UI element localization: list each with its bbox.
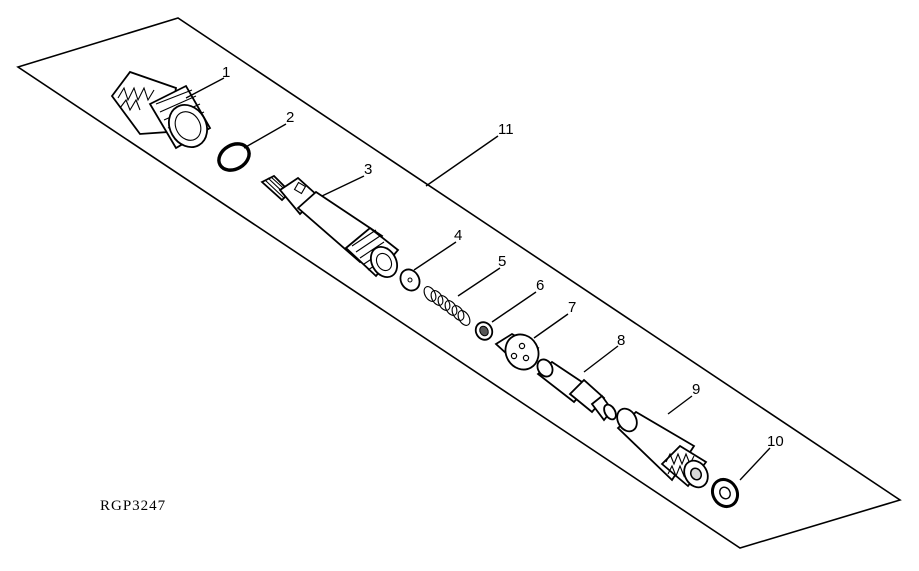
callout-3: 3	[364, 161, 372, 178]
leader-7	[533, 313, 569, 339]
leader-2	[243, 123, 287, 149]
leader-1	[185, 77, 225, 99]
part-3-injector-body	[260, 174, 400, 278]
leader-9	[667, 395, 693, 415]
callout-1: 1	[222, 64, 230, 81]
part-2-o-ring	[217, 142, 251, 172]
leader-3	[321, 175, 365, 197]
leader-6	[491, 291, 537, 323]
callout-5: 5	[498, 253, 506, 270]
callout-11: 11	[498, 121, 514, 138]
callout-6: 6	[536, 277, 544, 294]
leader-8	[583, 345, 619, 373]
callout-9: 9	[692, 381, 700, 398]
reference-code: RGP3247	[100, 498, 166, 514]
part-1-nut	[110, 70, 212, 150]
leader-4	[413, 241, 457, 271]
leader-5	[457, 267, 501, 297]
callout-2: 2	[286, 109, 294, 126]
leader-10	[739, 447, 771, 481]
part-4-washer	[399, 268, 421, 292]
callout-7: 7	[568, 299, 576, 316]
callout-8: 8	[617, 332, 625, 349]
part-10-seal-washer	[710, 477, 740, 509]
callout-10: 10	[767, 433, 784, 450]
part-6-spring-seat	[474, 321, 494, 341]
leader-11	[425, 135, 499, 187]
part-9-nozzle-body	[616, 407, 709, 489]
callout-4: 4	[454, 227, 462, 244]
part-8-nozzle-valve	[536, 358, 617, 422]
part-7-intermediate-plate	[494, 332, 540, 371]
kit-outline	[16, 17, 902, 549]
part-5-spring	[423, 286, 471, 326]
